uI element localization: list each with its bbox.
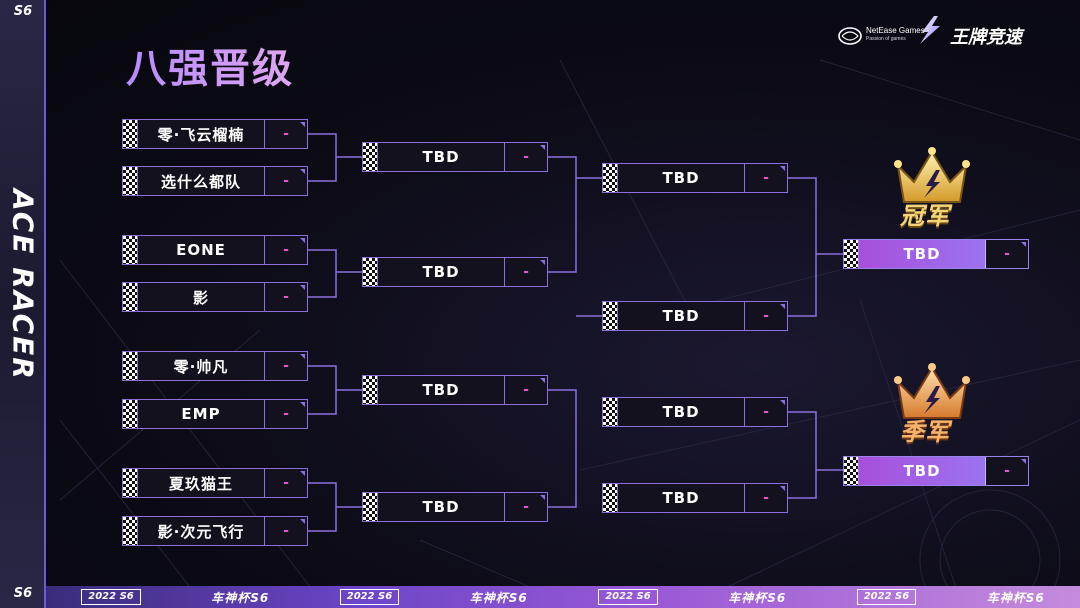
team-name: TBD [378,376,505,404]
team-score: - [265,236,307,264]
team-score: - [265,120,307,148]
team-score: - [745,164,787,192]
team-name: EMP [138,400,265,428]
checkered-flag-icon [844,240,859,268]
team-name: 夏玖猫王 [138,469,265,497]
team-score: - [505,143,547,171]
qf-slot-6: EMP - [122,399,308,429]
champion-crown-icon [894,147,970,203]
footer-cup: 车神杯S6 [728,590,787,605]
qf-slot-1: 零·飞云榴楠 - [122,119,308,149]
footer-year: 2022 S6 [81,589,141,605]
round2-slot-4: TBD - [362,492,548,522]
checkered-flag-icon [123,352,138,380]
checkered-flag-icon [123,469,138,497]
round3-slot-2: TBD - [602,301,788,331]
champion-slot: TBD - [843,239,1029,269]
checkered-flag-icon [363,258,378,286]
team-score: - [265,469,307,497]
qf-slot-3: EONE - [122,235,308,265]
checkered-flag-icon [363,143,378,171]
footer-cup: 车神杯S6 [211,590,270,605]
footer-year: 2022 S6 [339,589,400,605]
third-entry-slot-1: TBD - [602,397,788,427]
footer-cup: 车神杯S6 [986,590,1045,605]
checkered-flag-icon [123,400,138,428]
team-score: - [986,240,1028,268]
checkered-flag-icon [123,517,138,545]
footer-year: 2022 S6 [598,589,658,605]
round3-slot-1: TBD - [602,163,788,193]
team-score: - [505,258,547,286]
checkered-flag-icon [603,484,618,512]
qf-slot-2: 选什么都队 - [122,166,308,196]
netease-brand-name: NetEase Games [866,26,925,35]
team-name: 影 [138,283,265,311]
third-entry-slot-2: TBD - [602,483,788,513]
team-name: 零·帅凡 [138,352,265,380]
checkered-flag-icon [123,120,138,148]
checkered-flag-icon [844,457,859,485]
checkered-flag-icon [123,236,138,264]
team-name: 零·飞云榴楠 [138,120,265,148]
checkered-flag-icon [603,302,618,330]
team-name: 影·次元飞行 [138,517,265,545]
team-score: - [265,352,307,380]
checkered-flag-icon [603,398,618,426]
team-score: - [505,376,547,404]
team-name: EONE [138,236,265,264]
team-score: - [265,167,307,195]
checkered-flag-icon [363,493,378,521]
checkered-flag-icon [603,164,618,192]
checkered-flag-icon [363,376,378,404]
game-name: 王牌竞速 [950,27,1022,48]
team-name: TBD [378,258,505,286]
left-side-banner: S6 ACE RACER S6 [0,0,46,608]
round2-slot-2: TBD - [362,257,548,287]
qf-slot-7: 夏玖猫王 - [122,468,308,498]
team-score: - [505,493,547,521]
page-title: 八强晋级 [126,36,294,94]
qf-slot-5: 零·帅凡 - [122,351,308,381]
team-score: - [745,302,787,330]
round2-slot-3: TBD - [362,375,548,405]
footer-cup: 车神杯S6 [469,590,528,605]
footer-strip: 2022 S6 车神杯S6 2022 S6 车神杯S6 2022 S6 车神杯S… [46,586,1080,608]
netease-logo-icon [838,27,862,45]
third-place-slot: TBD - [843,456,1029,486]
team-name: TBD [378,143,505,171]
team-name: TBD [618,484,745,512]
team-name: 选什么都队 [138,167,265,195]
checkered-flag-icon [123,283,138,311]
team-name: TBD [859,240,986,268]
team-name: TBD [378,493,505,521]
vertical-brand-text: ACE RACER [6,189,40,381]
ace-racer-logo-icon [920,16,940,44]
champion-label: 冠军 [900,202,950,230]
checkered-flag-icon [123,167,138,195]
team-score: - [265,517,307,545]
team-score: - [265,400,307,428]
team-score: - [265,283,307,311]
third-place-label: 季军 [900,418,950,446]
team-name: TBD [618,302,745,330]
qf-slot-4: 影 - [122,282,308,312]
season-label-top: S6 [13,4,33,19]
team-score: - [745,484,787,512]
team-score: - [986,457,1028,485]
team-name: TBD [859,457,986,485]
netease-brand: NetEase Games Passion of games [866,26,925,44]
footer-year: 2022 S6 [856,589,917,605]
team-score: - [745,398,787,426]
third-place-crown-icon [894,363,970,419]
netease-brand-sub: Passion of games [866,36,906,42]
qf-slot-8: 影·次元飞行 - [122,516,308,546]
season-label-bottom: S6 [13,586,33,601]
team-name: TBD [618,398,745,426]
round2-slot-1: TBD - [362,142,548,172]
team-name: TBD [618,164,745,192]
